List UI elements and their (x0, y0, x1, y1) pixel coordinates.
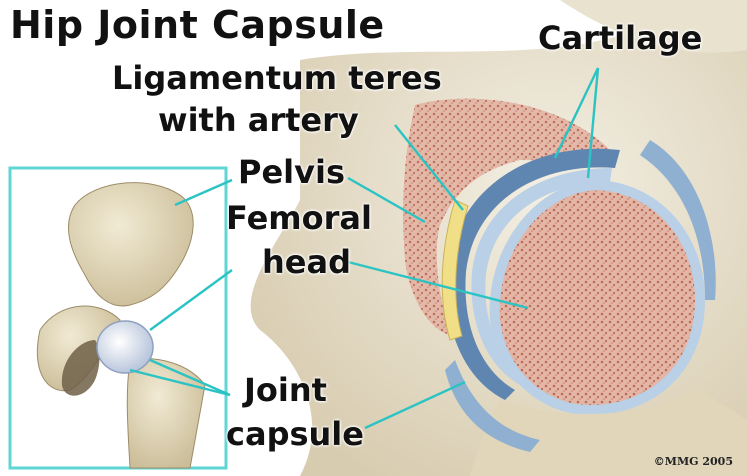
page-title: Hip Joint Capsule (10, 6, 385, 44)
pelvis-label: Pelvis (238, 156, 345, 188)
joint-capsule-label-line1: Joint (244, 374, 327, 406)
ligamentum-label-line2: with artery (158, 104, 359, 136)
femoral-head-label-line2: head (262, 246, 351, 278)
cartilage-label: Cartilage (538, 22, 702, 54)
femoral-head-label-line1: Femoral (226, 202, 372, 234)
ligamentum-label-line1: Ligamentum teres (112, 62, 442, 94)
copyright-credit: ©MMG 2005 (654, 455, 733, 468)
femur-inset (10, 168, 226, 468)
joint-capsule-label-line2: capsule (226, 418, 364, 450)
